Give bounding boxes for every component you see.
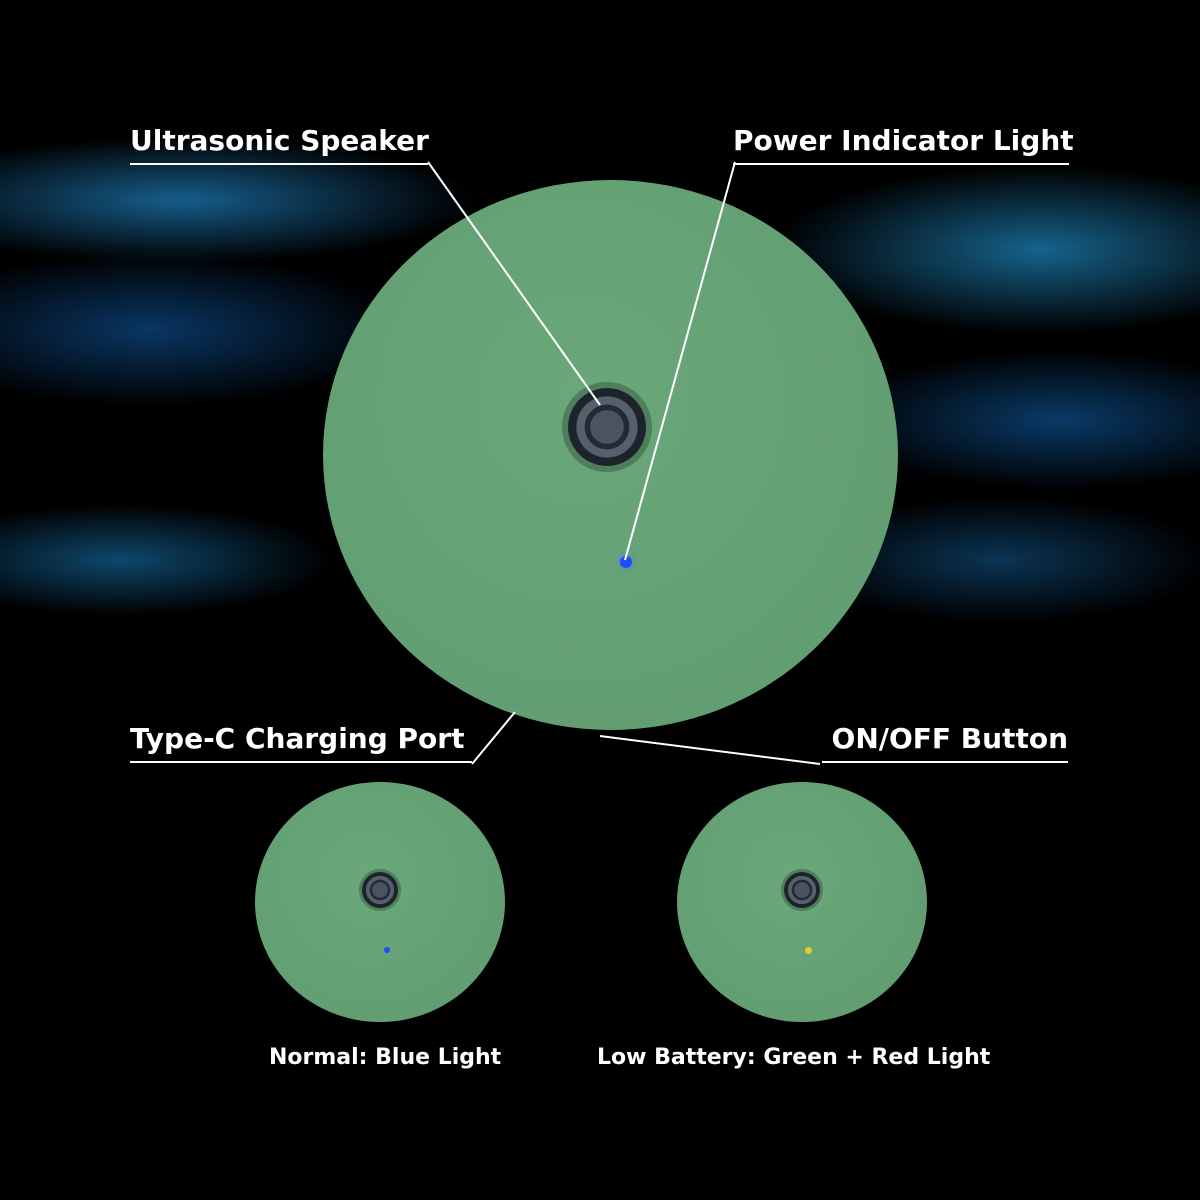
speaker-grille-small (781, 869, 823, 911)
caption-low-battery: Low Battery: Green + Red Light (597, 1045, 991, 1070)
speaker-grille (562, 382, 652, 472)
label-on-off-button: ON/OFF Button (822, 722, 1068, 763)
led-blue (384, 947, 390, 953)
led-green-red (805, 947, 812, 954)
label-power-indicator: Power Indicator Light (733, 124, 1074, 165)
caption-normal: Normal: Blue Light (269, 1045, 502, 1070)
label-type-c-port: Type-C Charging Port (130, 722, 472, 763)
label-ultrasonic-speaker: Ultrasonic Speaker (130, 124, 429, 165)
indicator-led-blue (620, 556, 632, 568)
speaker-grille-small (359, 869, 401, 911)
